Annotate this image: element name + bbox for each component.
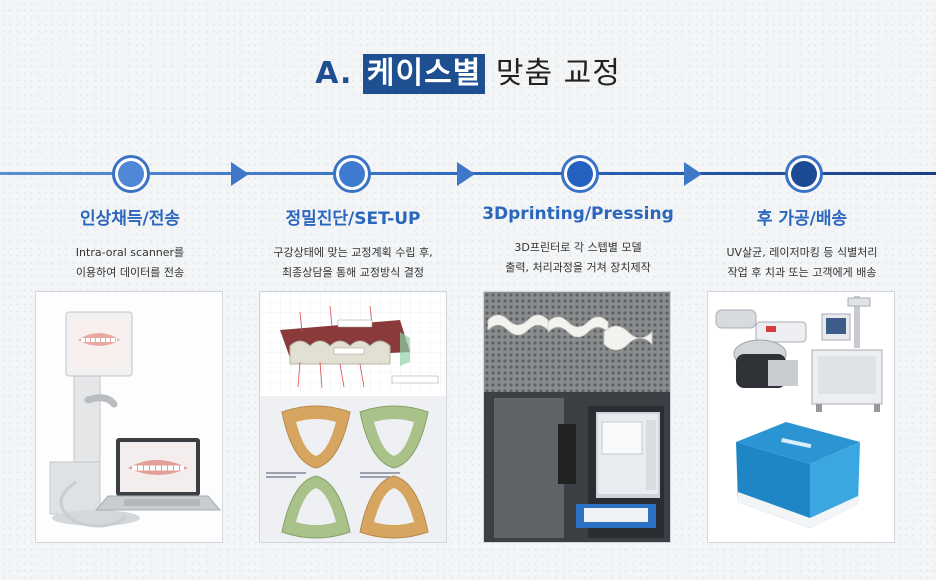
timeline-node-3 — [561, 155, 599, 193]
step-title: 인상채득/전송 — [79, 209, 181, 229]
step-3: 3Dprinting/Pressing 3D프린터로 각 스텝별 모델 출력, … — [473, 204, 683, 278]
timeline-node-4 — [785, 155, 823, 193]
step-1: 인상채득/전송 Intra-oral scanner를 이용하여 데이터를 전송 — [25, 204, 235, 283]
step-description: 3D프린터로 각 스텝별 모델 출력, 처리과정을 거쳐 장치제작 — [505, 241, 651, 274]
timeline-node-2 — [333, 155, 371, 193]
step-title: 정밀진단/SET-UP — [285, 209, 421, 229]
title-prefix: A. — [315, 56, 353, 91]
packaging-photo — [707, 291, 895, 543]
step-2: 정밀진단/SET-UP 구강상태에 맞는 교정계획 수립 후, 최종상담을 통해… — [248, 204, 458, 283]
step-description: Intra-oral scanner를 이용하여 데이터를 전송 — [75, 246, 185, 279]
arrow-right-icon — [231, 162, 249, 186]
step-description: 구강상태에 맞는 교정계획 수립 후, 최종상담을 통해 교정방식 결정 — [273, 246, 433, 279]
title-rest: 맞춤 교정 — [495, 56, 621, 91]
step-4: 후 가공/배송 UV살균, 레이저마킹 등 식별처리 작업 후 치과 또는 고객… — [697, 204, 907, 283]
page-title: A. 케이스별 맞춤 교정 — [0, 48, 936, 94]
title-highlight: 케이스별 — [362, 54, 486, 94]
timeline-node-1 — [112, 155, 150, 193]
intraoral-scanner-photo — [35, 291, 223, 543]
arrow-right-icon — [457, 162, 475, 186]
arrow-right-icon — [684, 162, 702, 186]
step-title: 후 가공/배송 — [756, 209, 848, 229]
3d-printer-photo — [483, 291, 671, 543]
step-description: UV살균, 레이저마킹 등 식별처리 작업 후 치과 또는 고객에게 배송 — [726, 246, 878, 279]
digital-setup-photo — [259, 291, 447, 543]
step-title: 3Dprinting/Pressing — [482, 204, 674, 224]
